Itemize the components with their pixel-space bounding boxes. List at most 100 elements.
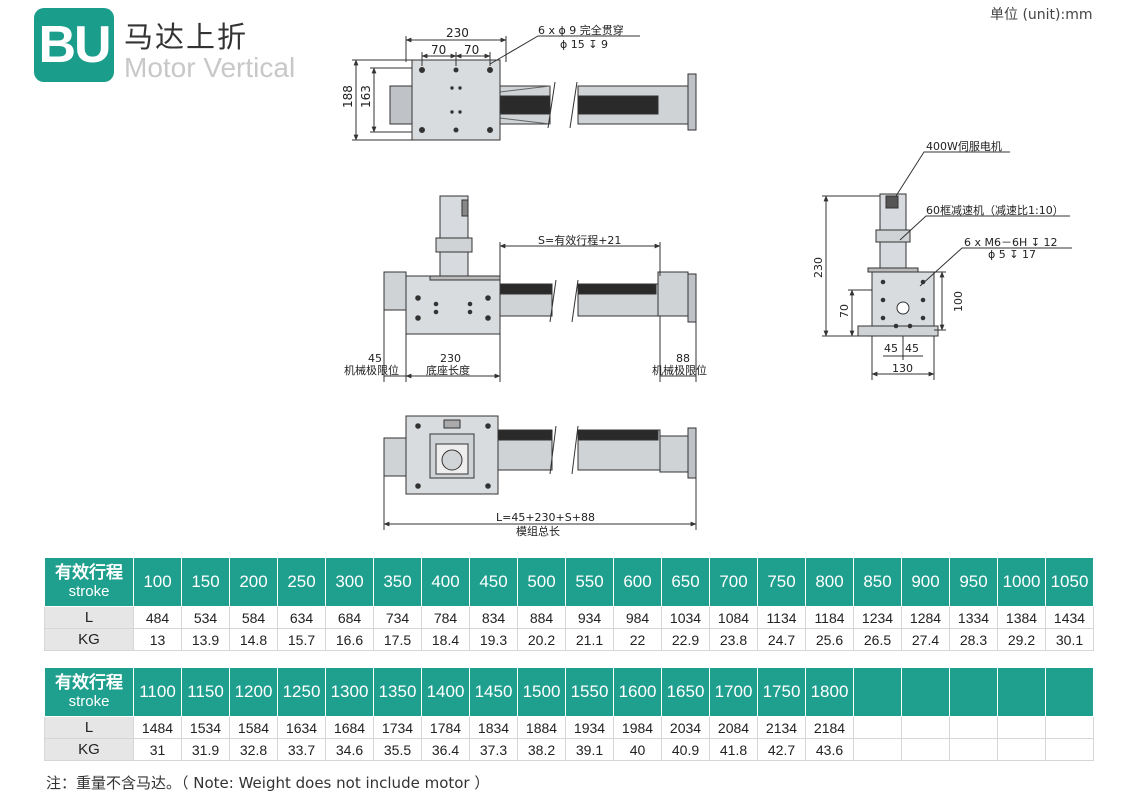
weight-cell: 41.8 <box>709 738 758 761</box>
weight-cell: 40.9 <box>661 738 710 761</box>
dim-side-230: 230 <box>812 257 825 278</box>
weight-cell: 30.1 <box>1045 628 1094 651</box>
dim-side-130: 130 <box>892 362 913 375</box>
weight-note: 注：重量不含马达。（ Note: Weight does not include… <box>46 774 490 792</box>
length-cell: 2034 <box>661 716 710 739</box>
length-cell: 1984 <box>613 716 662 739</box>
limit-right-label: 机械极限位 <box>652 363 707 377</box>
length-cell: 1334 <box>949 606 998 629</box>
stroke-cell <box>1045 667 1094 717</box>
stroke-cell: 950 <box>949 557 998 607</box>
dim-top-230: 230 <box>446 26 469 40</box>
stroke-cell: 500 <box>517 557 566 607</box>
stroke-formula: S=有效行程+21 <box>538 233 621 247</box>
technical-drawing: 230 70 70 188 163 6 x ϕ 9 完全贯穿 ϕ 15 ↧ 9 … <box>341 23 1072 538</box>
stroke-cell: 1450 <box>469 667 518 717</box>
weight-cell: 33.7 <box>277 738 326 761</box>
weight-cell: 43.6 <box>805 738 854 761</box>
stroke-cell: 1400 <box>421 667 470 717</box>
limit-left-label: 机械极限位 <box>344 363 399 377</box>
weight-cell: 26.5 <box>853 628 902 651</box>
length-cell: 2084 <box>709 716 758 739</box>
stroke-cell: 600 <box>613 557 662 607</box>
stroke-cell: 450 <box>469 557 518 607</box>
weight-cell: 28.3 <box>949 628 998 651</box>
length-cell <box>997 716 1046 739</box>
stroke-cell: 1750 <box>757 667 806 717</box>
stroke-cell <box>901 667 950 717</box>
weight-cell <box>1045 738 1094 761</box>
stroke-cell: 1300 <box>325 667 374 717</box>
weight-cell: 40 <box>613 738 662 761</box>
length-cell: 1734 <box>373 716 422 739</box>
total-length-label: 模组总长 <box>516 524 560 538</box>
weight-cell: 36.4 <box>421 738 470 761</box>
length-cell: 734 <box>373 606 422 629</box>
weight-cell: 22.9 <box>661 628 710 651</box>
dim-top-70b: 70 <box>464 43 479 57</box>
stroke-cell: 300 <box>325 557 374 607</box>
stroke-cell: 1200 <box>229 667 278 717</box>
weight-cell: 14.8 <box>229 628 278 651</box>
length-cell: 1034 <box>661 606 710 629</box>
length-cell: 784 <box>421 606 470 629</box>
weight-cell: 20.2 <box>517 628 566 651</box>
length-cell: 1684 <box>325 716 374 739</box>
length-cell: 984 <box>613 606 662 629</box>
total-length-formula: L=45+230+S+88 <box>496 511 595 524</box>
stroke-cell: 550 <box>565 557 614 607</box>
dim-top-70a: 70 <box>431 43 446 57</box>
stroke-cell: 1800 <box>805 667 854 717</box>
dim-side-70: 70 <box>838 304 851 318</box>
stroke-cell: 100 <box>133 557 182 607</box>
stroke-cell: 800 <box>805 557 854 607</box>
stroke-cell: 400 <box>421 557 470 607</box>
weight-cell <box>853 738 902 761</box>
hole-spec-line2: ϕ 15 ↧ 9 <box>560 38 608 51</box>
weight-cell: 39.1 <box>565 738 614 761</box>
weight-cell: 16.6 <box>325 628 374 651</box>
reducer-label: 60框减速机（减速比1:10） <box>926 203 1064 217</box>
length-cell: 684 <box>325 606 374 629</box>
weight-cell: 22 <box>613 628 662 651</box>
length-cell: 1784 <box>421 716 470 739</box>
weight-cell <box>949 738 998 761</box>
weight-cell: 13.9 <box>181 628 230 651</box>
weight-cell: 31 <box>133 738 182 761</box>
dim-limit-45: 45 <box>368 352 382 365</box>
stroke-cell: 150 <box>181 557 230 607</box>
weight-cell: 23.8 <box>709 628 758 651</box>
stroke-cell: 1650 <box>661 667 710 717</box>
dim-top-163: 163 <box>359 85 373 108</box>
length-cell: 1184 <box>805 606 854 629</box>
stroke-cell: 900 <box>901 557 950 607</box>
length-cell <box>901 716 950 739</box>
stroke-cell: 1500 <box>517 667 566 717</box>
row-label-kg: KG <box>44 738 134 761</box>
weight-cell: 24.7 <box>757 628 806 651</box>
row-label-l: L <box>44 606 134 629</box>
stroke-cell: 1100 <box>133 667 182 717</box>
unit-label: 单位 (unit):mm <box>990 7 1093 23</box>
stroke-cell: 1550 <box>565 667 614 717</box>
weight-cell: 17.5 <box>373 628 422 651</box>
dim-limit-88: 88 <box>676 352 690 365</box>
length-cell: 1284 <box>901 606 950 629</box>
length-cell: 1084 <box>709 606 758 629</box>
dim-side-45a: 45 <box>884 342 898 355</box>
length-cell: 1484 <box>133 716 182 739</box>
weight-cell: 25.6 <box>805 628 854 651</box>
row-label-kg: KG <box>44 628 134 651</box>
stroke-cell: 1250 <box>277 667 326 717</box>
weight-cell: 31.9 <box>181 738 230 761</box>
row-label-l: L <box>44 716 134 739</box>
length-cell: 634 <box>277 606 326 629</box>
length-cell: 2134 <box>757 716 806 739</box>
length-cell: 2184 <box>805 716 854 739</box>
stroke-cell: 650 <box>661 557 710 607</box>
length-cell: 1834 <box>469 716 518 739</box>
hole-spec-line1: 6 x ϕ 9 完全贯穿 <box>538 23 624 37</box>
length-cell <box>949 716 998 739</box>
base-length-label: 底座长度 <box>426 363 470 377</box>
